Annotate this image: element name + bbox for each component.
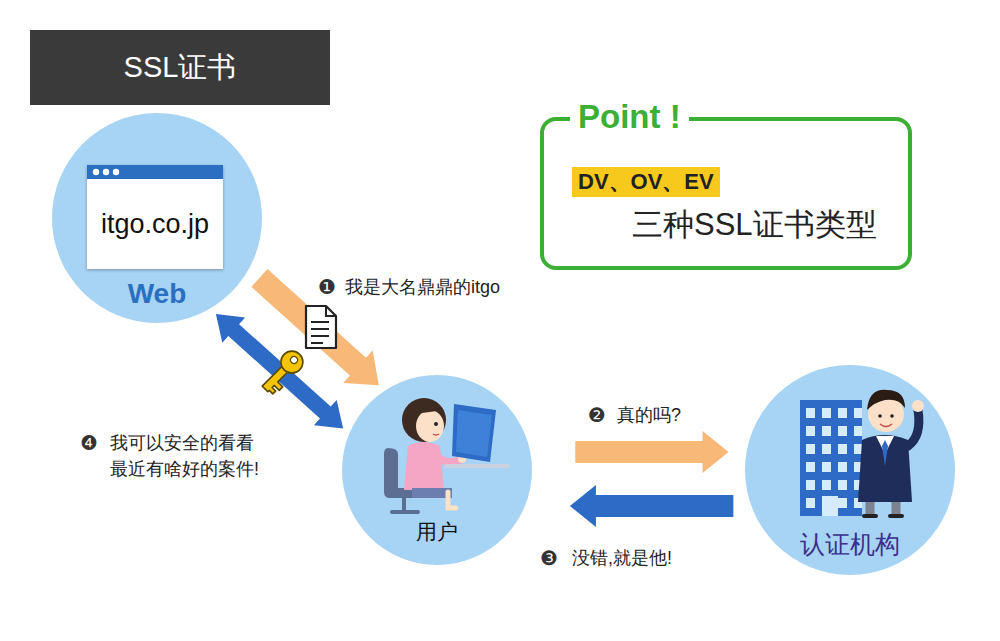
callout-number: ❶ [318, 273, 336, 301]
circle-fill [342, 375, 532, 565]
user-figure-part [446, 464, 508, 468]
authority-figure-part [878, 414, 882, 418]
user-figure-part [434, 422, 438, 426]
title-band: SSL证书 [30, 30, 330, 105]
user-figure-part [402, 398, 446, 442]
url-text: itgo.co.jp [101, 207, 209, 241]
authority-figure-part [800, 400, 862, 516]
browser-dots-part [103, 169, 109, 175]
authority-figure-part [890, 414, 894, 418]
callout-holder: ❸ [540, 544, 558, 572]
document-icon-part [326, 306, 336, 316]
callout-number: ❷ [588, 401, 606, 429]
document-icon-part [306, 306, 336, 348]
user-figure [384, 398, 508, 512]
edge-label-holder: 我是大名鼎鼎的itgo [345, 274, 500, 300]
authority-figure-part [864, 514, 902, 518]
web-circle: Web itgo.co.jp [52, 113, 262, 323]
node-label: 认证机构 [800, 529, 900, 559]
authority-figure-part [876, 436, 894, 454]
key-icon [257, 347, 307, 397]
flow-arrow [216, 314, 343, 429]
authority-figure-part [868, 396, 904, 432]
authority-figure-part [800, 400, 862, 516]
callout-number: ❹ [80, 429, 98, 457]
point-body: 三种SSL证书类型 [632, 205, 877, 245]
user-figure-part [414, 406, 444, 414]
user-figure-part [452, 404, 496, 462]
key-icon-part [276, 347, 307, 378]
node-label: Web [128, 277, 187, 311]
user-figure-part [384, 448, 420, 498]
user-figure-part [433, 434, 439, 435]
user-figure-part [416, 410, 444, 442]
edge-label: 我是大名鼎鼎的itgo [345, 274, 500, 300]
user-circle: 用户 [342, 375, 532, 565]
edge-label-holder: 没错,就是他! [572, 545, 672, 571]
authority-figure-part [912, 400, 924, 412]
callout-holder: ❶ [318, 273, 336, 301]
cert-types: DV、OV、EV [572, 167, 720, 197]
circle-fill [52, 113, 262, 323]
authority-figure [800, 390, 924, 516]
node-label: 用户 [416, 519, 458, 545]
callout-holder: ❹ [80, 429, 98, 457]
edge-label: 没错,就是他! [572, 545, 672, 571]
flow-arrow [575, 431, 728, 473]
user-figure-part [412, 488, 452, 498]
authority-figure-part [880, 424, 892, 427]
title: SSL证书 [124, 48, 237, 88]
edge-label: 我可以安全的看看 最近有啥好的案件! [110, 430, 266, 482]
user-figure-part [404, 442, 444, 490]
key-icon-part [289, 355, 299, 365]
browser-dots-part [113, 169, 119, 175]
point-box: Point !DV、OV、EV三种SSL证书类型 [540, 117, 912, 270]
user-figure-part [436, 456, 460, 462]
circle-fill [745, 365, 955, 575]
edge-label-holder: 我可以安全的看看 最近有啥好的案件! [110, 430, 266, 482]
user-figure-part [458, 455, 466, 463]
key-icon-part [262, 366, 292, 396]
callout-holder: ❷ [588, 401, 606, 429]
authority-figure-part [858, 435, 912, 502]
authority-figure-part [882, 440, 888, 466]
authority-figure-part [870, 500, 896, 516]
browser-dots-part [93, 169, 99, 175]
user-figure-part [448, 492, 456, 508]
document-icon-part [311, 322, 329, 343]
authority-figure-part [908, 410, 919, 446]
authority-figure-part [867, 390, 905, 410]
browser-window: itgo.co.jp [87, 165, 223, 269]
document-icon [306, 306, 336, 348]
browser-dots [93, 169, 119, 175]
point-heading: Point ! [570, 97, 689, 137]
edge-label-holder: 真的吗? [617, 402, 681, 428]
flow-arrow [570, 485, 733, 527]
callout-number: ❸ [540, 544, 558, 572]
user-figure-part [392, 498, 418, 512]
edge-label: 真的吗? [617, 402, 681, 428]
authority-circle: 认证机构 [745, 365, 955, 575]
authority-figure-part [822, 496, 838, 516]
user-figure-part [456, 410, 492, 457]
